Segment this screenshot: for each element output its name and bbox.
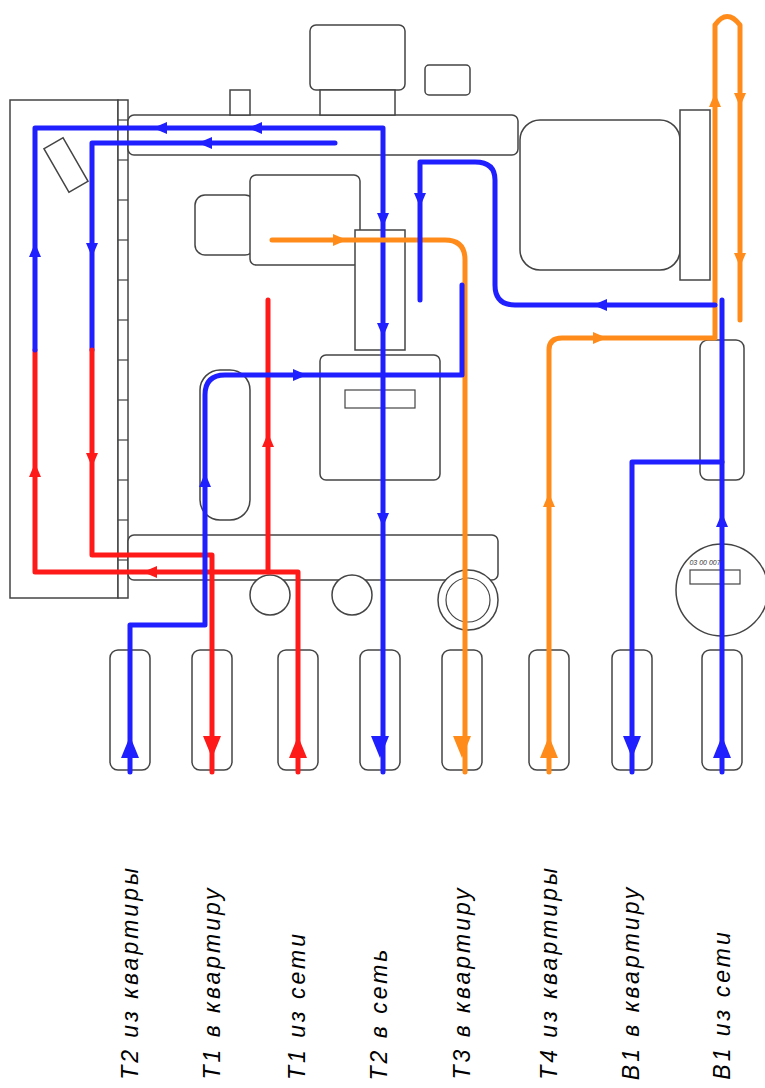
pipe-label: В1 из сети [708,930,735,1080]
plate-hatch [118,120,128,560]
controller-head [310,25,405,90]
valve-stem [355,230,405,350]
direction-arrows [121,736,731,758]
pipe-label: Т4 из квартиры [536,865,563,1080]
ball-valves [110,650,742,770]
thermostatic-head [195,195,255,255]
circulation-pump [520,120,680,270]
heat-exchanger [10,100,118,598]
heat-meter-display [345,390,415,408]
pipe-label: Т3 в квартиру [449,886,476,1080]
controller-base [320,90,395,115]
pipe-label: В1 в квартиру [619,885,646,1080]
pipe-label: Т1 в квартиру [199,886,226,1080]
pipe-label: Т2 из квартиры [117,865,144,1080]
pump-flange [680,110,710,280]
drain-valve [332,575,372,615]
pressure-gauge [438,570,498,630]
heat-exchanger-plates [118,100,128,598]
pipe-label: Т1 из сети [285,931,312,1080]
meter-digits [690,570,740,584]
drain-valve [250,575,290,615]
meter-number: 03 00 007 [689,559,720,566]
air-vent [425,65,470,95]
flow-arrows [29,93,746,578]
pipe-label: Т2 в сеть [366,946,393,1080]
nameplate [44,138,88,192]
top-manifold [128,115,518,155]
pipes [35,17,740,773]
mixing-valve [250,175,360,265]
fitting [230,90,250,115]
